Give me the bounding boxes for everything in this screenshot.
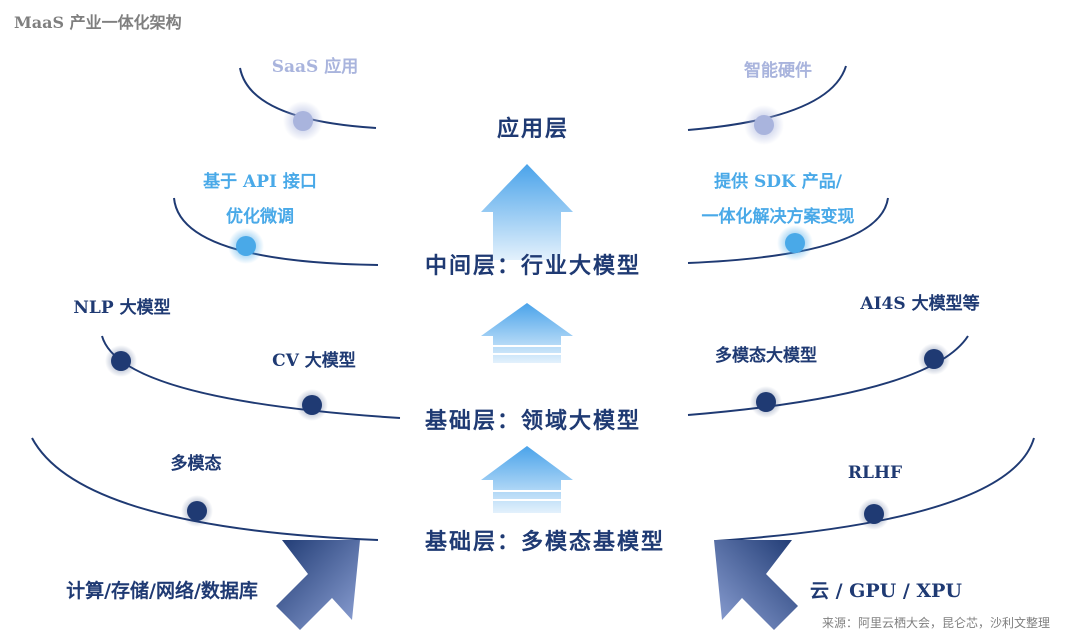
node-dot-multimodal-large (750, 386, 782, 418)
label-compute-hardware: 云 / GPU / XPU (810, 580, 962, 602)
label-smart-hardware: 智能硬件 (744, 60, 812, 81)
curve-foundation-left (31, 437, 379, 541)
node-dot-smart-hardware (744, 105, 784, 145)
source-note: 来源：阿里云栖大会，昆仑芯，沙利文整理 (822, 615, 1050, 630)
curve-domain-left (101, 335, 401, 419)
node-dot-rlhf (858, 498, 890, 530)
curve-domain-right (687, 335, 969, 416)
up-arrow-1 (481, 164, 573, 260)
curve-foundation-right (715, 437, 1035, 542)
label-saas: SaaS 应用 (272, 56, 359, 77)
curve-application-right (687, 65, 847, 131)
label-nlp: NLP 大模型 (73, 297, 170, 318)
input-arrow-right (714, 540, 798, 630)
layer-base-domain: 基础层：领域大模型 (425, 408, 641, 434)
layer-application: 应用层 (497, 116, 569, 142)
diagram-title: MaaS 产业一体化架构 (14, 13, 182, 32)
node-dot-multimodal (181, 495, 213, 527)
label-infrastructure: 计算/存储/网络/数据库 (66, 579, 258, 602)
node-dot-saas (283, 101, 323, 141)
node-dot-ai4s (918, 343, 950, 375)
label-sdk-line1: 提供 SDK 产品/ (714, 171, 843, 192)
curve-middle-left (173, 197, 379, 266)
node-dot-nlp (105, 345, 137, 377)
input-arrow-left (276, 540, 360, 630)
label-multimodal-large: 多模态大模型 (715, 345, 817, 366)
up-arrow-2 (481, 303, 573, 363)
label-api-line2: 优化微调 (226, 206, 294, 227)
node-dot-api (228, 228, 264, 264)
layer-middle: 中间层：行业大模型 (425, 253, 641, 279)
node-dot-cv (296, 389, 328, 421)
label-api-line1: 基于 API 接口 (202, 171, 317, 192)
layer-base-foundation: 基础层：多模态基模型 (425, 529, 665, 555)
label-cv: CV 大模型 (272, 350, 356, 371)
label-sdk-line2: 一体化解决方案变现 (702, 206, 855, 227)
curve-middle-right (687, 197, 889, 264)
curve-application-left (239, 67, 377, 129)
up-arrow-3 (481, 446, 573, 513)
node-dot-sdk (777, 225, 813, 261)
label-multimodal: 多模态 (171, 453, 222, 474)
label-rlhf: RLHF (848, 463, 902, 483)
label-ai4s: AI4S 大模型等 (859, 293, 979, 314)
